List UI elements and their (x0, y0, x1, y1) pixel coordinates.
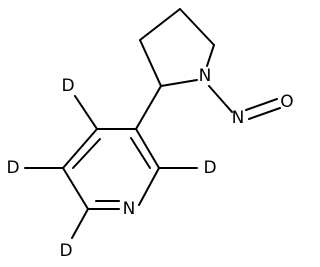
atom-n-pyrrolidine: N (199, 66, 212, 86)
atom-d-top: D (61, 76, 74, 96)
atom-d-bottom: D (59, 241, 72, 261)
atom-n-pyridine: N (123, 199, 136, 219)
bond-c3-c2p (135, 85, 162, 130)
bond-n-n (208, 85, 233, 113)
bond-c2-c3-inner (130, 137, 151, 169)
bond-c2p-c3p (139, 39, 162, 87)
bond-c5-c6 (62, 167, 89, 210)
atom-o-nitroso: O (280, 92, 293, 112)
bond-c4p-c5p (179, 8, 215, 46)
bond-c4-d (74, 95, 98, 130)
bond-c4-c5 (62, 128, 98, 169)
atom-n-nitroso: N (232, 108, 245, 128)
bond-c6-d (71, 208, 89, 239)
structure-diagram: N N N O D D D D (6, 8, 294, 261)
bond-n-o (245, 98, 278, 111)
bond-c5p-n (206, 44, 215, 67)
bond-n1-c2 (138, 167, 160, 206)
atom-d-right: D (203, 158, 216, 178)
bond-n-o-inner (248, 107, 281, 120)
bond-c2-c3 (135, 128, 160, 169)
bond-c4-c5-inner (72, 138, 101, 169)
atom-d-left: D (6, 158, 19, 178)
bond-n-c2p (160, 79, 198, 87)
bond-c3p-c4p (139, 8, 181, 41)
